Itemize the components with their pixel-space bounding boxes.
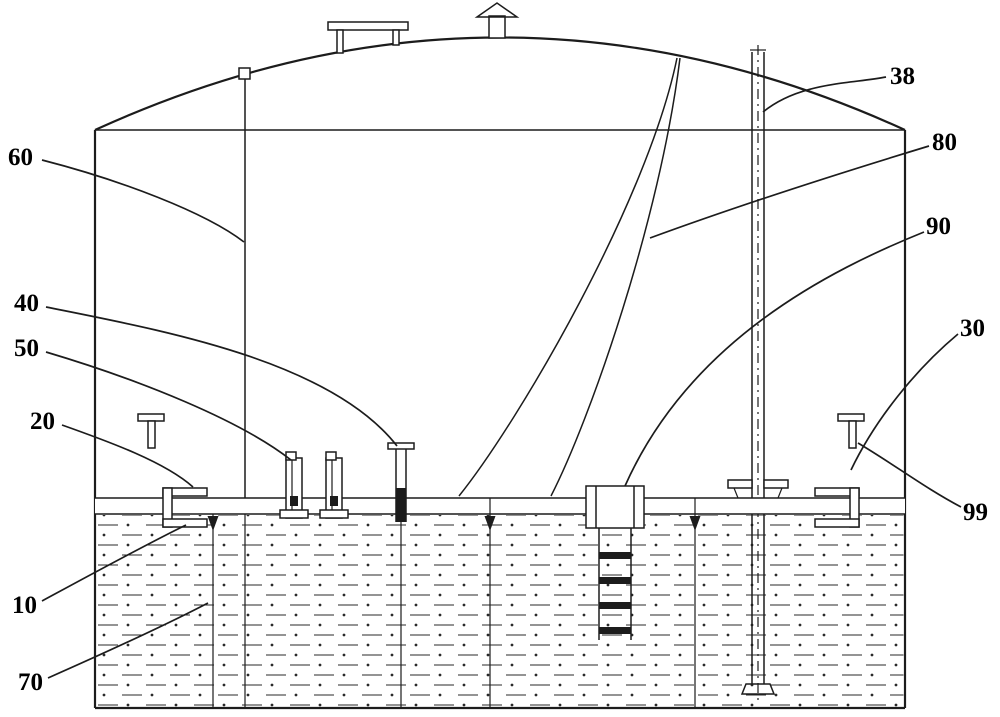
center-well (585, 485, 645, 640)
floating-deck (95, 497, 905, 515)
leader-line-60 (41, 159, 245, 243)
deck-support-legs (207, 514, 701, 708)
label-70: 70 (18, 669, 43, 696)
label-38: 38 (890, 63, 915, 90)
leader-line-80 (649, 145, 930, 239)
rim-bracket-left (137, 413, 208, 528)
seal-unit-1 (279, 451, 309, 519)
tank-shell (93, 36, 907, 710)
label-40: 40 (14, 290, 39, 317)
leader-line-20 (61, 424, 194, 488)
reference-labels: 38 80 90 30 99 60 40 50 20 10 70 (8, 63, 988, 696)
guide-cable (458, 57, 681, 497)
label-60: 60 (8, 144, 33, 171)
standpipe-foot (740, 683, 776, 695)
leader-line-50 (45, 351, 292, 461)
label-10: 10 (12, 592, 37, 619)
label-99: 99 (963, 499, 988, 526)
standpipe (727, 45, 789, 700)
stored-liquid (96, 515, 904, 707)
leader-line-90 (624, 231, 925, 487)
standpipe-deck-guide (727, 479, 753, 489)
leader-line-10 (41, 524, 187, 602)
label-30: 30 (960, 315, 985, 342)
gauge-pole-cap (238, 67, 251, 80)
leader-line-99 (857, 442, 962, 508)
leader-line-30 (850, 333, 959, 471)
breather-vent (474, 2, 520, 39)
label-50: 50 (14, 335, 39, 362)
leader-line-38 (762, 76, 887, 113)
roof-vent (327, 21, 409, 54)
leader-line-40 (45, 306, 398, 447)
label-20: 20 (30, 408, 55, 435)
rim-angle-left (137, 413, 165, 422)
gauge-pole (238, 67, 251, 708)
well-ladder (598, 528, 632, 640)
seal-unit-2 (319, 451, 349, 519)
rim-angle-right (837, 413, 865, 422)
label-80: 80 (932, 129, 957, 156)
leader-line-70 (47, 602, 209, 679)
label-90: 90 (926, 213, 951, 240)
sample-pipe (387, 442, 415, 708)
leader-lines (41, 76, 962, 679)
rim-bracket-right (814, 413, 865, 528)
